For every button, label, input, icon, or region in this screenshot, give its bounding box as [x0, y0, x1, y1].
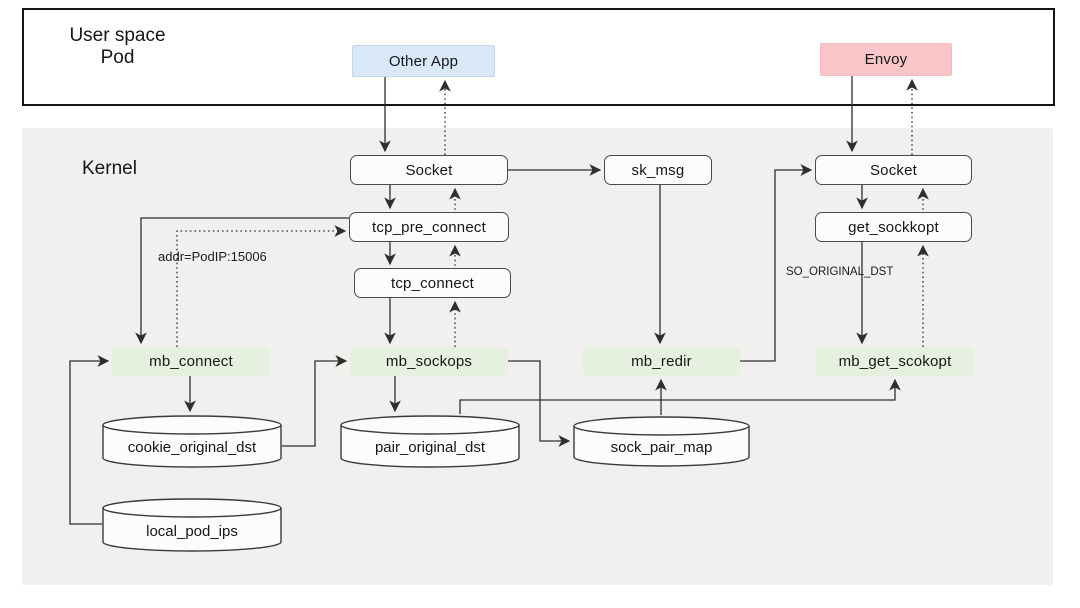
node-other-app: Other App [352, 45, 495, 77]
node-socket-right: Socket [815, 155, 972, 185]
node-envoy: Envoy [820, 43, 952, 76]
store-label: sock_pair_map [610, 439, 713, 456]
node-tcp-connect: tcp_connect [354, 268, 511, 298]
cylinder-shape [573, 416, 750, 467]
cylinder-shape [102, 415, 282, 468]
store-label: pair_original_dst [374, 439, 486, 456]
cylinder-shape [340, 415, 520, 468]
edge-label-addr-podip: addr=PodIP:15006 [158, 249, 267, 264]
node-mb-get-scokopt: mb_get_scokopt [816, 347, 974, 376]
user-space-title: User space Pod [55, 25, 180, 69]
node-mb-redir: mb_redir [583, 347, 740, 376]
node-mb-sockops: mb_sockops [350, 347, 508, 376]
node-tcp-pre-connect: tcp_pre_connect [349, 212, 509, 242]
user-space-title-line2: Pod [100, 47, 135, 68]
node-mb-connect: mb_connect [112, 347, 270, 376]
edge-label-so-original-dst: SO_ORIGINAL_DST [786, 266, 894, 278]
node-socket-left: Socket [350, 155, 508, 185]
store-local-pod-ips: local_pod_ips [102, 498, 282, 552]
kernel-title: Kernel [82, 158, 137, 179]
node-get-sockkopt: get_sockkopt [815, 212, 972, 242]
node-sk-msg: sk_msg [604, 155, 712, 185]
store-label: cookie_original_dst [127, 439, 257, 456]
store-label: local_pod_ips [146, 522, 238, 540]
user-space-title-line1: User space [69, 25, 166, 46]
store-pair-original-dst: pair_original_dst [340, 415, 520, 468]
store-cookie-original-dst: cookie_original_dst [102, 415, 282, 468]
cylinder-shape [102, 498, 282, 552]
store-sock-pair-map: sock_pair_map [573, 416, 750, 467]
